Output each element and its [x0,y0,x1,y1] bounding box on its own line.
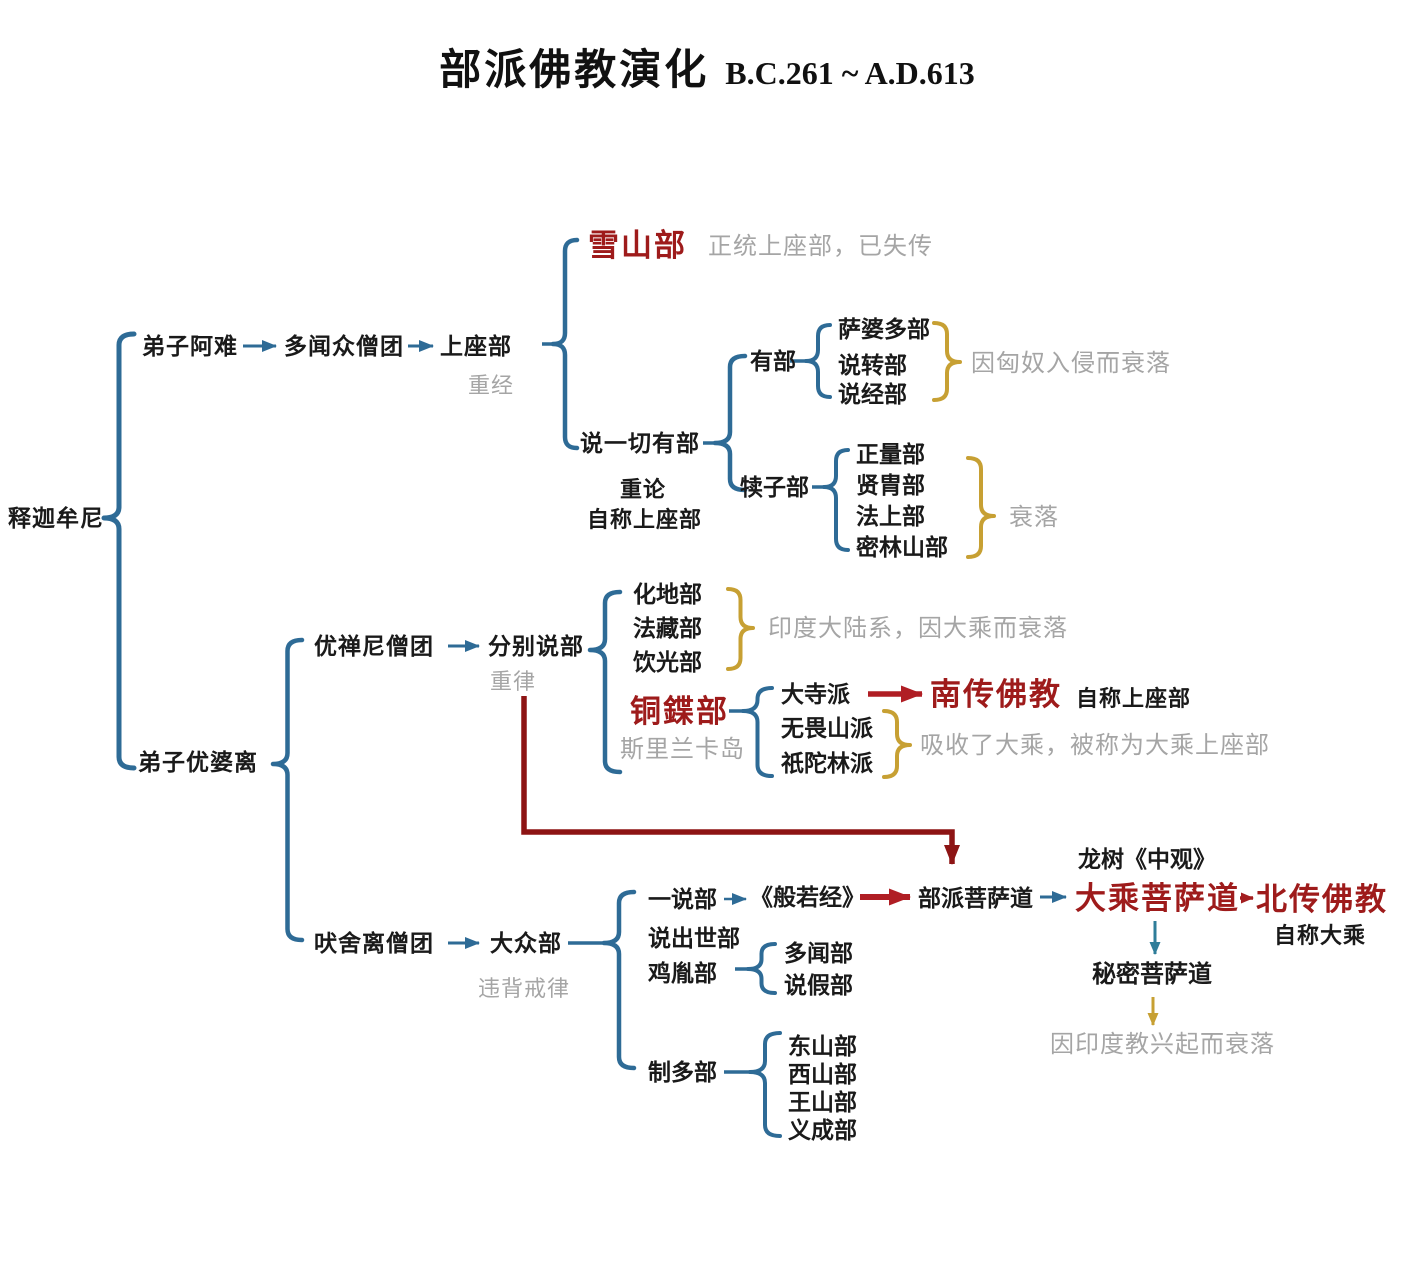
node-shuojiabu: 说假部 [784,973,853,998]
note-xishou-dacheng: 吸收了大乘，被称为大乘上座部 [920,733,1270,759]
brace-youbu [804,323,832,399]
brace-shangzuobu [550,237,580,451]
brace-duzibu [822,448,850,552]
node-bupai-pusadao: 部派菩萨道 [918,886,1033,911]
node-fenbieshuobu: 分别说部 [488,634,584,659]
node-dazhongbu: 大众部 [490,931,562,956]
node-shakyamuni: 释迦牟尼 [8,506,104,531]
node-sapoduobu: 萨婆多部 [838,317,930,342]
page-title: 部派佛教演化 B.C.261 ~ A.D.613 [0,36,1414,97]
node-zhiduobu: 制多部 [648,1060,717,1085]
node-qituolinpai: 祇陀林派 [781,751,873,776]
note-zicheng-shangzuobu2: 自称上座部 [1076,686,1192,711]
note-zicheng-dacheng: 自称大乘 [1274,923,1367,948]
brace-shuoyiqieyoubu [712,353,748,493]
title-date-range: B.C.261 ~ A.D.613 [725,55,975,91]
node-wangshanbu: 王山部 [788,1090,857,1115]
node-duowenbu: 多闻部 [784,941,853,966]
node-xianzhoubu: 贤胄部 [856,473,925,498]
note-yindu-dalu: 印度大陆系，因大乘而衰落 [768,616,1068,642]
node-fashangbu: 法上部 [856,504,925,529]
node-beichuan-fojiao: 北传佛教 [1256,882,1388,917]
brace-sapoduo-group [932,321,962,402]
node-huadibu: 化地部 [633,582,702,607]
node-wuweishanpai: 无畏山派 [781,716,873,741]
node-yichengbu: 义成部 [788,1118,857,1143]
node-shuozhuanbu: 说转部 [838,353,907,378]
note-zicheng-shangzuobu: 自称上座部 [587,507,703,532]
node-xishanbu: 西山部 [788,1062,857,1087]
node-zhengliangbu: 正量部 [856,442,925,467]
node-shuojingbu: 说经部 [838,382,907,407]
node-youbu: 有部 [750,349,796,374]
node-borejing: 《般若经》 [750,885,865,910]
brace-huadi-group [726,587,755,671]
note-xiongnu: 因匈奴入侵而衰落 [971,351,1171,377]
node-yishuobu: 一说部 [648,887,717,912]
note-zhonglv: 重律 [490,669,537,694]
brace-wuweishan-group [882,709,912,779]
node-shuoyiqieyoubu: 说一切有部 [580,431,700,456]
brace-zhiduobu [748,1031,782,1138]
node-tongyebu: 铜鍱部 [630,694,729,729]
node-duowen-sangha: 多闻众僧团 [284,334,404,359]
brace-shuochushibu [746,942,777,995]
note-sililanka: 斯里兰卡岛 [620,737,745,763]
brace-fenbieshuobu [587,589,623,775]
node-shuochushibu: 说出世部 [648,926,740,951]
node-xueshanbu: 雪山部 [588,228,687,263]
brace-youpoli [270,637,305,943]
node-yinguangbu: 饮光部 [633,650,702,675]
node-dasipai: 大寺派 [781,682,850,707]
node-youchanni-sangha: 优禅尼僧团 [314,634,434,659]
node-feisheli-sangha: 吠舍离僧团 [314,931,434,956]
node-duzibu: 犊子部 [740,475,809,500]
note-shuailuo: 衰落 [1009,505,1059,531]
node-nanchuan-fojiao: 南传佛教 [930,677,1062,712]
node-disciple-ananda: 弟子阿难 [142,334,238,359]
note-zhonglun: 重论 [620,477,667,502]
arrow-zhonglv-to-bupai-pusadao [521,696,960,865]
note-longshu-zhongguan: 龙树《中观》 [1078,847,1216,872]
brace-shakyamuni [101,331,137,771]
brace-duzi-group [966,456,996,559]
node-shangzuobu: 上座部 [440,334,512,359]
brace-dazhongbu [601,889,637,1071]
title-text: 部派佛教演化 [439,48,710,94]
note-zhongjing: 重经 [468,373,515,398]
brace-tongyebu [741,686,774,778]
note-xueshan: 正统上座部，已失传 [708,234,933,260]
node-disciple-upali: 弟子优婆离 [138,750,258,775]
node-dacheng-pusadao: 大乘菩萨道 [1075,881,1240,916]
note-weibei-jielv: 违背戒律 [478,976,571,1001]
node-milinshanbu: 密林山部 [856,535,948,560]
node-fazangbu: 法藏部 [633,616,702,641]
node-mimi-pusadao: 秘密菩萨道 [1092,962,1212,988]
node-jiyinbu: 鸡胤部 [648,961,717,986]
note-yindujiao: 因印度教兴起而衰落 [1050,1032,1275,1058]
node-dongshanbu: 东山部 [788,1034,857,1059]
